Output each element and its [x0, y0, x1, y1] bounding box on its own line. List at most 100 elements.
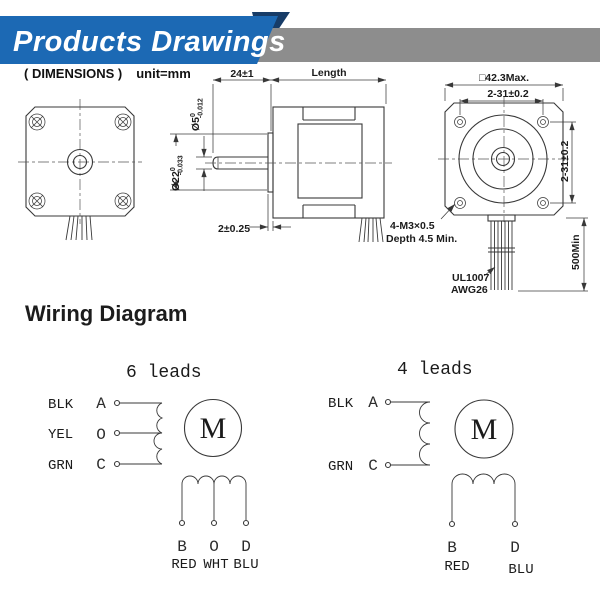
- unit-label: unit=mm: [136, 66, 191, 81]
- wire-spec-group: UL1007 AWG26: [451, 266, 496, 296]
- terminal-dot: [511, 520, 519, 528]
- rear-endcap-circle: [458, 114, 548, 204]
- dim-length-group: Length: [270, 67, 387, 104]
- wire-color-label: WHT: [203, 557, 228, 573]
- phase-b-coil: [451, 473, 516, 521]
- terminal-dot: [384, 398, 392, 406]
- wire-spec-line2: AWG26: [451, 284, 488, 296]
- dim-shaft-diameter-group: Ø50-0.012: [190, 98, 212, 191]
- six-leads-diagram: 6 leads BLK A YEL O GRN C M B O D RED WH…: [48, 363, 259, 573]
- wire-color-label: BLK: [328, 396, 354, 412]
- banner: Products Drawings: [0, 12, 600, 64]
- pin-label: O: [209, 538, 219, 556]
- banner-title: Products Drawings: [13, 26, 286, 58]
- dim-boss-diameter-group: Ø220-0.033: [170, 133, 267, 191]
- wire-color-label: RED: [444, 559, 469, 575]
- front-view-wires: [65, 215, 93, 241]
- front-view-drawing: [18, 99, 142, 241]
- pin-label: B: [447, 539, 457, 557]
- mounting-hole-icon: [537, 197, 549, 209]
- dim-length: Length: [312, 67, 347, 79]
- rear-hub-circle: [490, 146, 516, 172]
- rear-view-body: [444, 102, 564, 216]
- pin-label: B: [177, 538, 187, 556]
- pin-label: A: [96, 395, 106, 413]
- pin-label: C: [368, 457, 378, 475]
- side-pilot-boss: [267, 132, 274, 193]
- dimensions-note: ( DIMENSIONS )unit=mm: [24, 66, 205, 81]
- terminal-dot: [242, 519, 250, 527]
- phase-a-coil: [153, 402, 164, 465]
- pin-label: O: [96, 426, 106, 444]
- wire-color-label: GRN: [328, 459, 353, 475]
- wiring-diagrams: 6 leads BLK A YEL O GRN C M B O D RED WH…: [48, 360, 534, 578]
- dim-boss-length: 2±0.25: [218, 223, 250, 235]
- corner-screw-icon: [114, 113, 132, 131]
- motor-label: M: [200, 412, 227, 445]
- terminal-dot: [113, 399, 121, 407]
- wire-spec-line1: UL1007: [452, 272, 490, 284]
- thread-note-line1: 4-M3×0.5: [390, 220, 435, 232]
- motor-circle: [183, 398, 243, 458]
- wire-color-label: BLU: [233, 557, 258, 573]
- four-leads-diagram: 4 leads BLK A GRN C M B D RED BLU: [328, 360, 534, 578]
- technical-drawings: 24±1 Length Ø50-0.012 Ø220-0.033: [18, 67, 588, 296]
- front-boss-circle: [66, 148, 94, 176]
- mounting-hole-icon: [454, 116, 466, 128]
- corner-screw-icon: [28, 192, 46, 210]
- pin-label: C: [96, 456, 106, 474]
- dim-hole-spacing-h-group: 2-31±0.2: [459, 88, 544, 115]
- dim-wire-length: 500Min: [570, 234, 582, 270]
- motor-label: M: [471, 413, 498, 446]
- corner-screw-icon: [114, 192, 132, 210]
- dim-shaft-length: 24±1: [230, 68, 253, 80]
- terminal-dot: [113, 460, 121, 468]
- banner-blue-ribbon: [0, 16, 278, 64]
- dim-boss-length-group: 2±0.25: [218, 194, 291, 235]
- pin-label: D: [241, 538, 251, 556]
- side-bottom-notch: [302, 204, 356, 218]
- dim-hole-spacing-v: 2-31±0.2: [559, 140, 571, 182]
- thread-note-group: 4-M3×0.5 Depth 4.5 Min.: [386, 203, 457, 245]
- rear-shaft-circle: [495, 151, 511, 167]
- side-view-drawing: 24±1 Length Ø50-0.012 Ø220-0.033: [170, 67, 392, 243]
- side-top-notch: [302, 107, 356, 121]
- corner-screw-icon: [28, 113, 46, 131]
- lead-wires: [120, 402, 162, 465]
- terminal-dot: [210, 519, 218, 527]
- wiring-diagram-heading: Wiring Diagram: [25, 301, 188, 326]
- terminal-dot: [178, 519, 186, 527]
- pin-label: A: [368, 394, 378, 412]
- thread-note-line2: Depth 4.5 Min.: [386, 233, 457, 245]
- phase-a-coil: [419, 401, 431, 466]
- dim-hole-spacing-v-group: 2-31±0.2: [550, 121, 576, 204]
- side-view-wires: [358, 217, 384, 243]
- wire-color-label: BLU: [508, 562, 533, 578]
- phase-b-coil: [181, 475, 247, 520]
- front-view-body: [25, 106, 135, 217]
- banner-gray-band: [256, 28, 600, 62]
- wire-color-label: YEL: [48, 427, 73, 443]
- dim-frame-size: □42.3Max.: [479, 72, 529, 84]
- dim-wire-length-group: 500Min: [518, 217, 588, 292]
- dim-shaft-length-group: 24±1: [212, 68, 272, 153]
- terminal-dot: [113, 429, 121, 437]
- rear-rotor-circle: [472, 128, 534, 190]
- wire-color-label: GRN: [48, 458, 73, 474]
- six-leads-title: 6 leads: [126, 363, 202, 383]
- mounting-hole-icon: [537, 116, 549, 128]
- rear-wire-bundle: [488, 221, 515, 290]
- rear-view-drawing: □42.3Max. 2-31±0.2 2-31±0.2 500Min: [386, 72, 588, 296]
- lead-wires: [391, 401, 430, 466]
- dim-hole-spacing-h: 2-31±0.2: [487, 88, 529, 100]
- dim-frame-group: □42.3Max.: [444, 72, 564, 101]
- four-leads-title: 4 leads: [397, 360, 473, 380]
- terminal-dot: [384, 461, 392, 469]
- pin-label: D: [510, 539, 520, 557]
- motor-circle: [454, 399, 514, 459]
- wire-color-label: BLK: [48, 397, 74, 413]
- dim-shaft-diameter: Ø50-0.012: [190, 98, 205, 131]
- mounting-hole-icon: [454, 197, 466, 209]
- side-stator: [297, 123, 363, 199]
- terminal-dot: [448, 520, 456, 528]
